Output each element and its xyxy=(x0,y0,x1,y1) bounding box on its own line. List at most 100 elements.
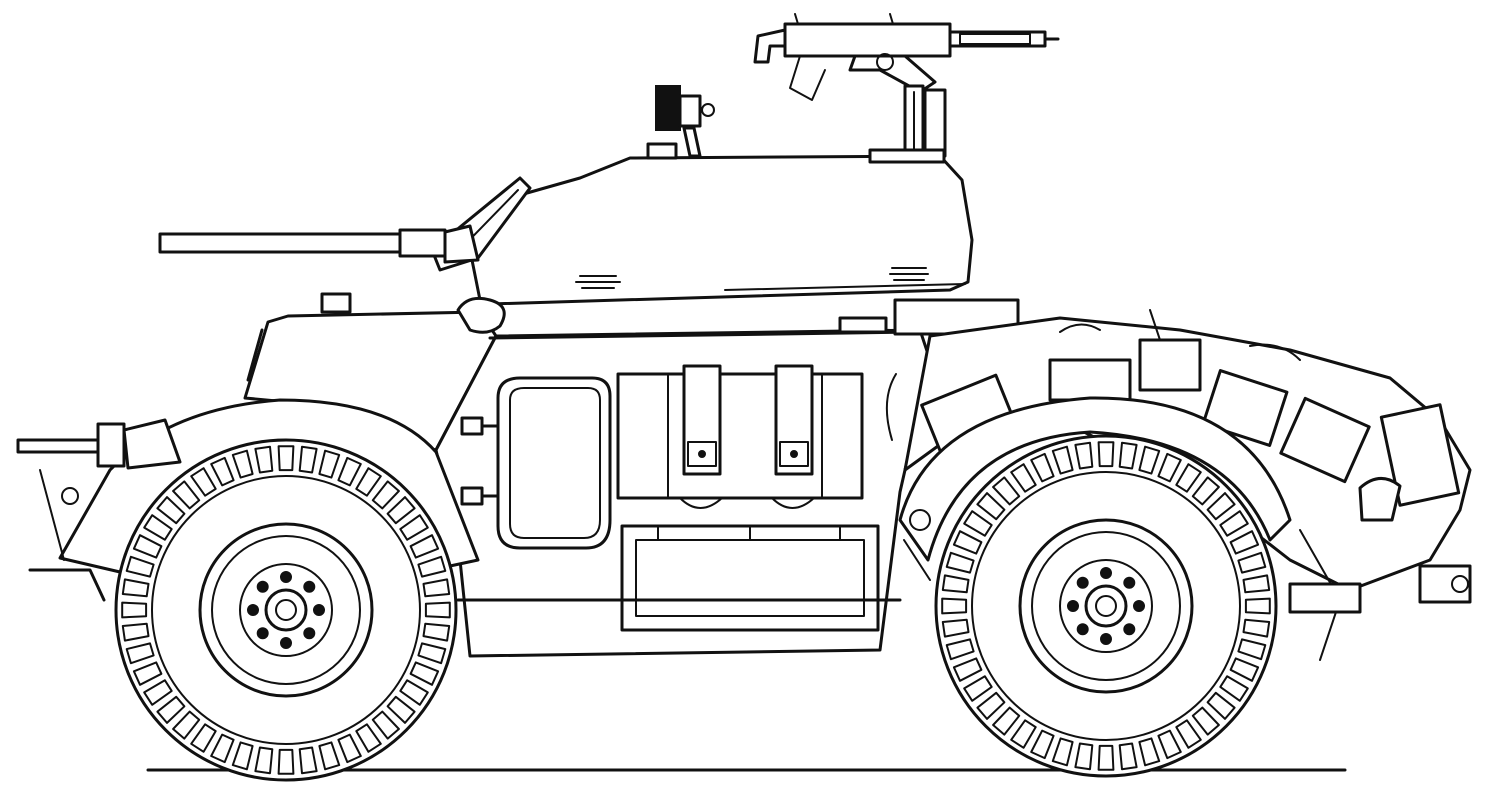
wheels-group xyxy=(114,434,1278,782)
wheel-hub xyxy=(1084,584,1128,628)
tread-lug xyxy=(963,675,993,702)
tread-lug xyxy=(1175,719,1202,749)
wheel-stud xyxy=(303,627,316,640)
tread-lug xyxy=(417,642,447,665)
tread-lug xyxy=(254,445,274,474)
tread-lug xyxy=(277,748,295,775)
wheel-stud xyxy=(1123,576,1136,589)
tread-lug xyxy=(399,679,429,706)
tread-lug xyxy=(1010,719,1037,749)
tread-lug xyxy=(132,534,163,559)
wheel-stud xyxy=(256,627,269,640)
tread-lug xyxy=(952,657,983,682)
main-gun xyxy=(158,224,480,264)
tread-lug xyxy=(1138,737,1161,767)
tread-lug xyxy=(1030,729,1055,760)
tread-lug xyxy=(976,691,1006,720)
tread-lug xyxy=(417,555,447,578)
tread-lug xyxy=(231,449,254,479)
tread-lug xyxy=(172,480,201,510)
tread-lug xyxy=(945,638,975,661)
wheel-stud xyxy=(313,604,325,616)
tread-lug xyxy=(1229,657,1260,682)
tread-lug xyxy=(132,661,163,686)
tread-lug xyxy=(1118,441,1138,470)
tread-lug xyxy=(992,706,1021,736)
tread-lug xyxy=(386,496,416,525)
wheel-stud xyxy=(1076,576,1089,589)
tread-lug xyxy=(156,496,186,525)
wheel-stud xyxy=(247,604,259,616)
searchlight xyxy=(655,85,715,158)
tread-lug xyxy=(1242,574,1271,594)
machine-gun xyxy=(753,13,1060,158)
wheel-stud xyxy=(1133,600,1145,612)
tread-lug xyxy=(1206,492,1236,521)
tread-lug xyxy=(125,555,155,578)
tread-lug xyxy=(1097,441,1115,468)
tread-lug xyxy=(399,514,429,541)
tread-lug xyxy=(1244,597,1271,615)
wheel-stud xyxy=(303,580,316,593)
tread-lug xyxy=(1175,463,1202,493)
tread-lug xyxy=(1206,691,1236,720)
tread-lug xyxy=(1229,530,1260,555)
wheel-stud xyxy=(280,637,292,649)
tread-lug xyxy=(1237,638,1267,661)
tread-lug xyxy=(1030,452,1055,483)
tread-lug xyxy=(277,445,295,472)
tread-lug xyxy=(254,746,274,775)
tread-lug xyxy=(422,622,451,642)
wheel-stud xyxy=(1076,623,1089,636)
turret xyxy=(430,142,974,306)
tread-lug xyxy=(992,476,1021,506)
tread-lug xyxy=(1118,742,1138,771)
tread-lug xyxy=(1074,441,1094,470)
tread-lug xyxy=(424,601,451,619)
tread-lug xyxy=(1157,729,1182,760)
hull-body xyxy=(434,298,1020,658)
tread-lug xyxy=(1191,706,1220,736)
tread-lug xyxy=(422,578,451,598)
tread-lug xyxy=(1138,445,1161,475)
tread-lug xyxy=(409,534,440,559)
tread-lug xyxy=(355,723,382,753)
tread-lug xyxy=(318,741,341,771)
tread-lug xyxy=(409,661,440,686)
wheel-hub xyxy=(264,588,308,632)
tread-lug xyxy=(952,530,983,555)
tread-lug xyxy=(941,618,970,638)
tread-lug xyxy=(156,695,186,724)
tread-lug xyxy=(231,741,254,771)
tread-lug xyxy=(121,578,150,598)
rear-wheel xyxy=(934,434,1278,778)
tread-lug xyxy=(190,723,217,753)
tread-lug xyxy=(355,467,382,497)
tread-lug xyxy=(337,733,362,764)
front-wheel xyxy=(114,438,458,782)
tread-lug xyxy=(1010,463,1037,493)
wheel-stud xyxy=(280,571,292,583)
tread-lug xyxy=(210,456,235,487)
tread-lug xyxy=(125,642,155,665)
tread-lug xyxy=(1157,452,1182,483)
tread-lug xyxy=(1097,744,1115,771)
tread-lug xyxy=(976,492,1006,521)
tread-lug xyxy=(210,733,235,764)
rear-fender xyxy=(898,396,1362,661)
tread-lug xyxy=(941,574,970,594)
tread-lug xyxy=(143,679,173,706)
tread-lug xyxy=(941,597,968,615)
wheel-stud xyxy=(1100,567,1112,579)
tread-lug xyxy=(298,445,318,474)
tread-lug xyxy=(386,695,416,724)
tread-lug xyxy=(1219,675,1249,702)
tread-lug xyxy=(371,480,400,510)
wheel-stud xyxy=(1123,623,1136,636)
wheel-stud xyxy=(1067,600,1079,612)
tread-lug xyxy=(945,551,975,574)
wheel-stud xyxy=(1100,633,1112,645)
tread-lug xyxy=(371,710,400,740)
